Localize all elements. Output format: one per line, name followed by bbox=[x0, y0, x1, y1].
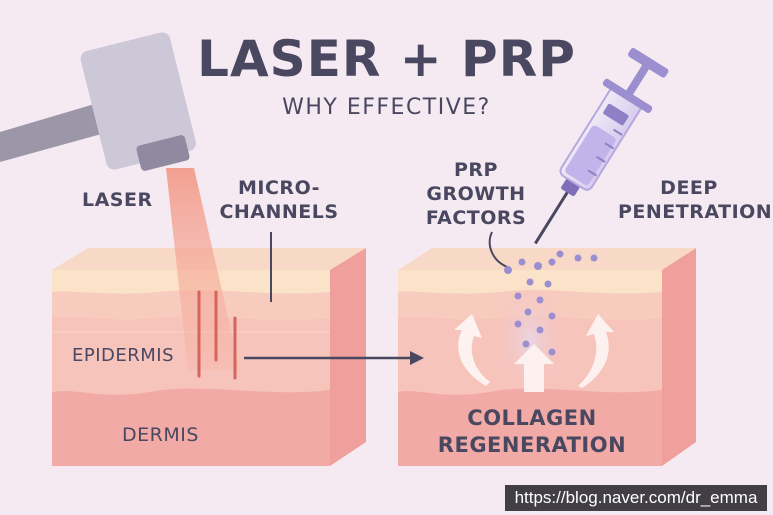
microchannels-label: MICRO- CHANNELS bbox=[218, 176, 340, 224]
deep-label-line1: DEEP bbox=[660, 177, 718, 199]
upward-arrow-icon bbox=[454, 314, 614, 392]
microchannels-label-line1: MICRO- bbox=[238, 177, 320, 199]
page-title: LASER + PRP bbox=[197, 30, 576, 88]
microchannels-label-line2: CHANNELS bbox=[219, 201, 339, 223]
prp-label-line3: FACTORS bbox=[425, 207, 527, 229]
laser-device-icon bbox=[0, 32, 196, 171]
prp-label-line1: PRP bbox=[454, 159, 498, 181]
deep-label-line2: PENETRATION bbox=[618, 201, 773, 223]
laser-beam bbox=[166, 168, 240, 370]
blog-url-watermark: https://blog.naver.com/dr_emma bbox=[505, 485, 767, 511]
page-subtitle: WHY EFFECTIVE? bbox=[282, 95, 491, 120]
prp-particles bbox=[504, 250, 598, 356]
collagen-label-line2: REGENERATION bbox=[437, 433, 627, 457]
collagen-label-line1: COLLAGEN bbox=[467, 406, 597, 430]
dermis-label: DERMIS bbox=[122, 424, 199, 446]
laser-label: LASER bbox=[82, 189, 153, 211]
syringe-icon bbox=[534, 48, 669, 245]
deep-penetration-label: DEEP PENETRATION bbox=[618, 176, 773, 224]
micro-channels bbox=[197, 290, 237, 380]
collagen-regeneration-label: COLLAGEN REGENERATION bbox=[420, 405, 644, 459]
prp-pointer bbox=[488, 231, 511, 269]
prp-label-line2: GROWTH bbox=[426, 183, 526, 205]
epidermis-label: EPIDERMIS bbox=[72, 345, 175, 366]
arrow-right-icon bbox=[244, 351, 424, 365]
prp-growth-factors-label: PRP GROWTH FACTORS bbox=[410, 158, 542, 230]
